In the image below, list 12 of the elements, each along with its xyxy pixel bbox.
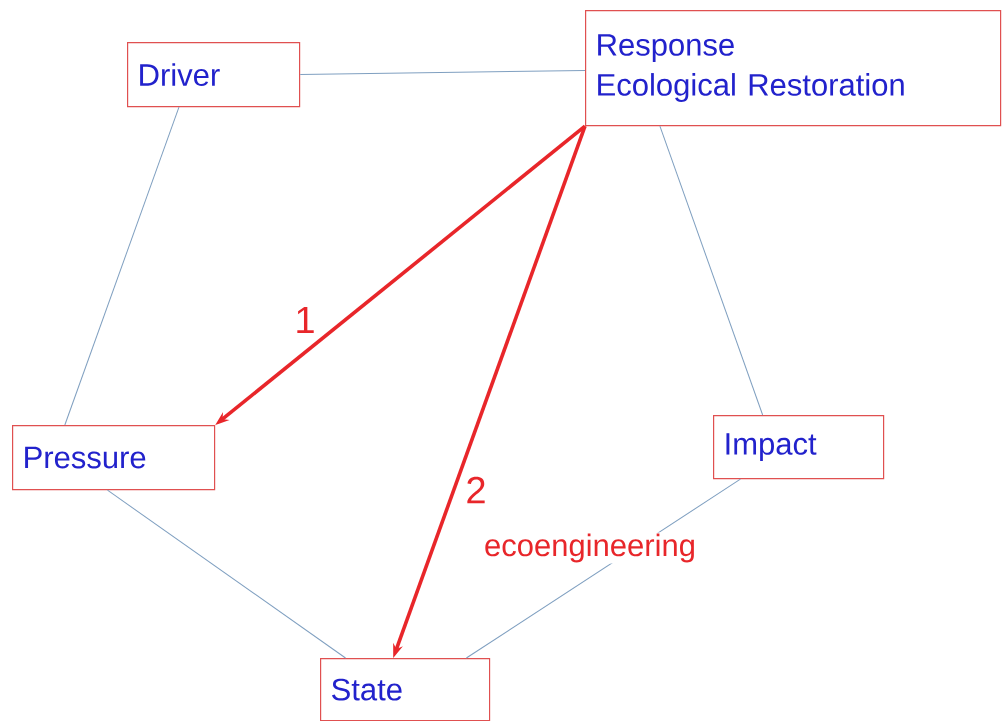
edge-label: 2 [464, 475, 488, 505]
connector-line [107, 489, 347, 659]
edge-label: 1 [293, 305, 317, 335]
connector-line [299, 69, 586, 76]
note-label: ecoengineering [483, 532, 697, 564]
label-box: Driver [127, 42, 301, 108]
label-box: State [320, 658, 491, 721]
connector-line [64, 106, 180, 426]
label-box: Response Ecological Restoration [585, 10, 1002, 127]
label-box: Impact [713, 415, 885, 480]
label-box: Pressure [12, 425, 216, 491]
connector-line [659, 125, 764, 416]
